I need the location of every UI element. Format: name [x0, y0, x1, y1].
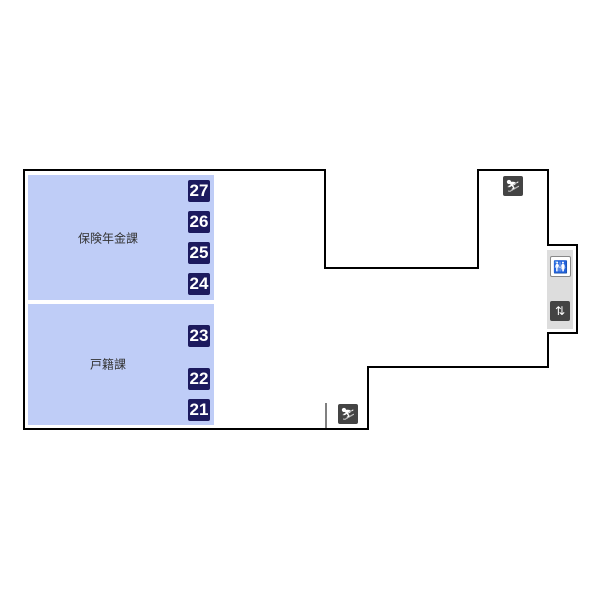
room-label: 戸籍課 — [89, 357, 127, 372]
escalator-icon: ⛷ — [503, 176, 523, 196]
window-number-badge: 22 — [188, 368, 210, 390]
room-family-registry — [28, 304, 214, 425]
window-number-badge: 23 — [188, 325, 210, 347]
window-number-badge: 25 — [188, 242, 210, 264]
window-number-badge: 24 — [188, 273, 210, 295]
room-label: 保険年金課 — [77, 231, 139, 246]
window-number-badge: 27 — [188, 180, 210, 202]
escalator-icon: ⛷ — [338, 404, 358, 424]
restroom-icon: 🚻 — [550, 256, 571, 277]
window-number-badge: 21 — [188, 399, 210, 421]
window-number-badge: 26 — [188, 211, 210, 233]
room-insurance-pension — [28, 175, 214, 300]
elevator-icon: ⇅ — [550, 301, 570, 321]
